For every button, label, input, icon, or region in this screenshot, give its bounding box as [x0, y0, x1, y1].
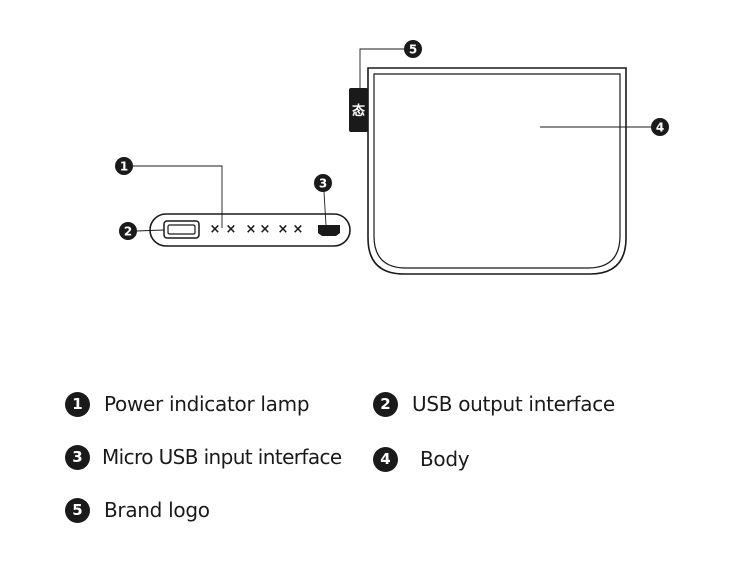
- indicator-lamp: ×: [260, 222, 271, 237]
- body-inner-outline: [373, 73, 621, 269]
- legend-marker-4: 4: [373, 446, 398, 472]
- leader-line-2: [135, 229, 165, 232]
- leader-line-3: [323, 191, 327, 226]
- callout-leaders: [132, 48, 652, 232]
- svg-text:1: 1: [120, 160, 128, 174]
- legend-item-power-indicator-lamp: 1 Power indicator lamp: [65, 389, 310, 419]
- micro-usb-input-port: [318, 225, 340, 236]
- legend-marker-2: 2: [373, 391, 398, 417]
- side-view-outline: [149, 213, 351, 247]
- svg-text:2: 2: [124, 225, 132, 239]
- body-outer-outline: [367, 67, 627, 275]
- indicator-lamp: ×: [293, 222, 304, 237]
- indicator-lamp: ×: [210, 222, 221, 237]
- front-view: 态: [349, 67, 627, 275]
- callout-marker-1: 1: [115, 157, 133, 175]
- leader-line-1: [132, 165, 223, 228]
- indicator-lamp: ×: [246, 222, 257, 237]
- power-indicator-lamps: × × × × × ×: [210, 222, 304, 237]
- legend-item-usb-output-interface: 2 USB output interface: [373, 389, 615, 419]
- legend-item-micro-usb-input-interface: 3 Micro USB input interface: [65, 442, 342, 472]
- power-bank-diagram: × × × × × × 态 1 2 3: [115, 40, 669, 275]
- svg-text:5: 5: [409, 43, 417, 57]
- leader-line-5: [359, 48, 404, 88]
- legend-marker-5: 5: [65, 497, 90, 523]
- svg-text:4: 4: [656, 121, 664, 135]
- legend-marker-3: 3: [65, 444, 90, 470]
- legend-label-5: Brand logo: [104, 498, 210, 522]
- legend-label-3: Micro USB input interface: [102, 445, 342, 469]
- svg-text:3: 3: [319, 177, 327, 191]
- legend-label-2: USB output interface: [412, 392, 615, 416]
- callout-marker-4: 4: [651, 118, 669, 136]
- legend-item-brand-logo: 5 Brand logo: [65, 495, 210, 525]
- legend-item-body: 4 Body: [373, 444, 470, 474]
- indicator-lamp: ×: [278, 222, 289, 237]
- legend-marker-1: 1: [65, 391, 90, 417]
- brand-logo-mark: 态: [352, 103, 365, 119]
- usb-output-port: [163, 220, 200, 239]
- callout-marker-5: 5: [404, 40, 422, 58]
- brand-logo-tab: 态: [349, 88, 368, 132]
- callout-marker-2: 2: [119, 222, 137, 240]
- callout-marker-3: 3: [314, 174, 332, 192]
- side-view: × × × × × ×: [149, 213, 351, 247]
- indicator-lamp: ×: [226, 222, 237, 237]
- legend-label-4: Body: [420, 447, 470, 471]
- legend-label-1: Power indicator lamp: [104, 392, 310, 416]
